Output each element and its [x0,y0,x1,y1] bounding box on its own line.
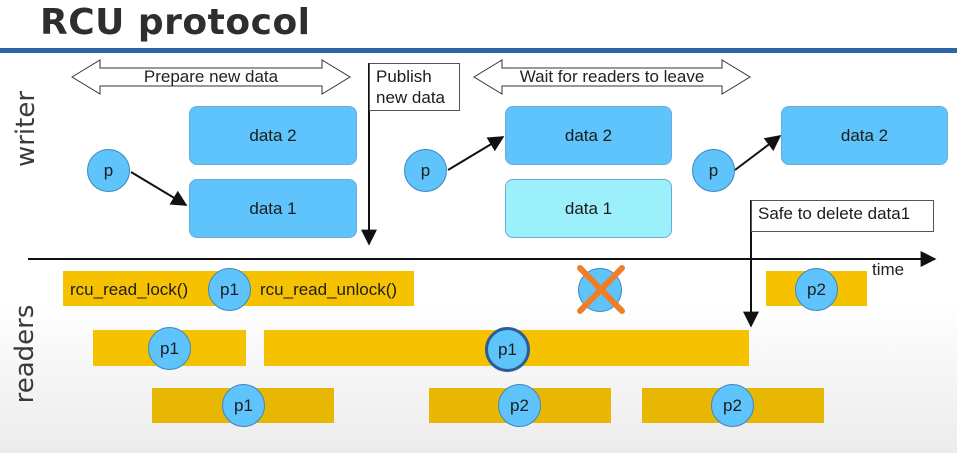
publish-callout: Publish new data [369,63,460,111]
wait-phase-label: Wait for readers to leave [519,67,705,86]
prepare-phase-label: Prepare new data [143,67,279,86]
background-gradient [0,300,957,453]
reader-row1-p1: p1 [208,268,251,311]
safe-delete-callout: Safe to delete data1 [751,200,934,232]
prepare-phase-arrow [71,59,351,95]
data1-box-state2-stale: data 1 [505,179,672,238]
data2-box-state3: data 2 [781,106,948,165]
publish-callout-line2: new data [376,88,445,107]
publish-callout-line1: Publish [376,67,432,86]
pointer-p-state1: p [87,149,130,192]
reader-row3-p2-a: p2 [498,384,541,427]
reader-row2-p1-a: p1 [148,327,191,370]
reader-row2-p1-b: p1 [485,327,530,372]
rcu-read-unlock-label: rcu_read_unlock() [260,280,398,299]
pointer-p-state3: p [692,149,735,192]
time-axis-label: time [872,260,905,279]
pointer-arrow-2 [447,136,505,171]
rcu-read-lock-label: rcu_read_lock() [70,280,189,299]
reader-row3-p2-b: p2 [711,384,754,427]
pointer-arrow-3 [734,135,782,171]
reader-row3-p1: p1 [222,384,265,427]
safe-delete-text: Safe to delete data1 [758,204,911,223]
wait-phase-arrow [473,59,751,95]
reader-row1-p2: p2 [795,268,838,311]
pointer-arrow-1 [130,171,188,206]
pointer-p-state2: p [404,149,447,192]
page-title: RCU protocol [40,2,311,43]
data2-box-state2: data 2 [505,106,672,165]
data1-box-state1: data 1 [189,179,357,238]
title-divider [0,48,957,53]
data2-box-state1: data 2 [189,106,357,165]
